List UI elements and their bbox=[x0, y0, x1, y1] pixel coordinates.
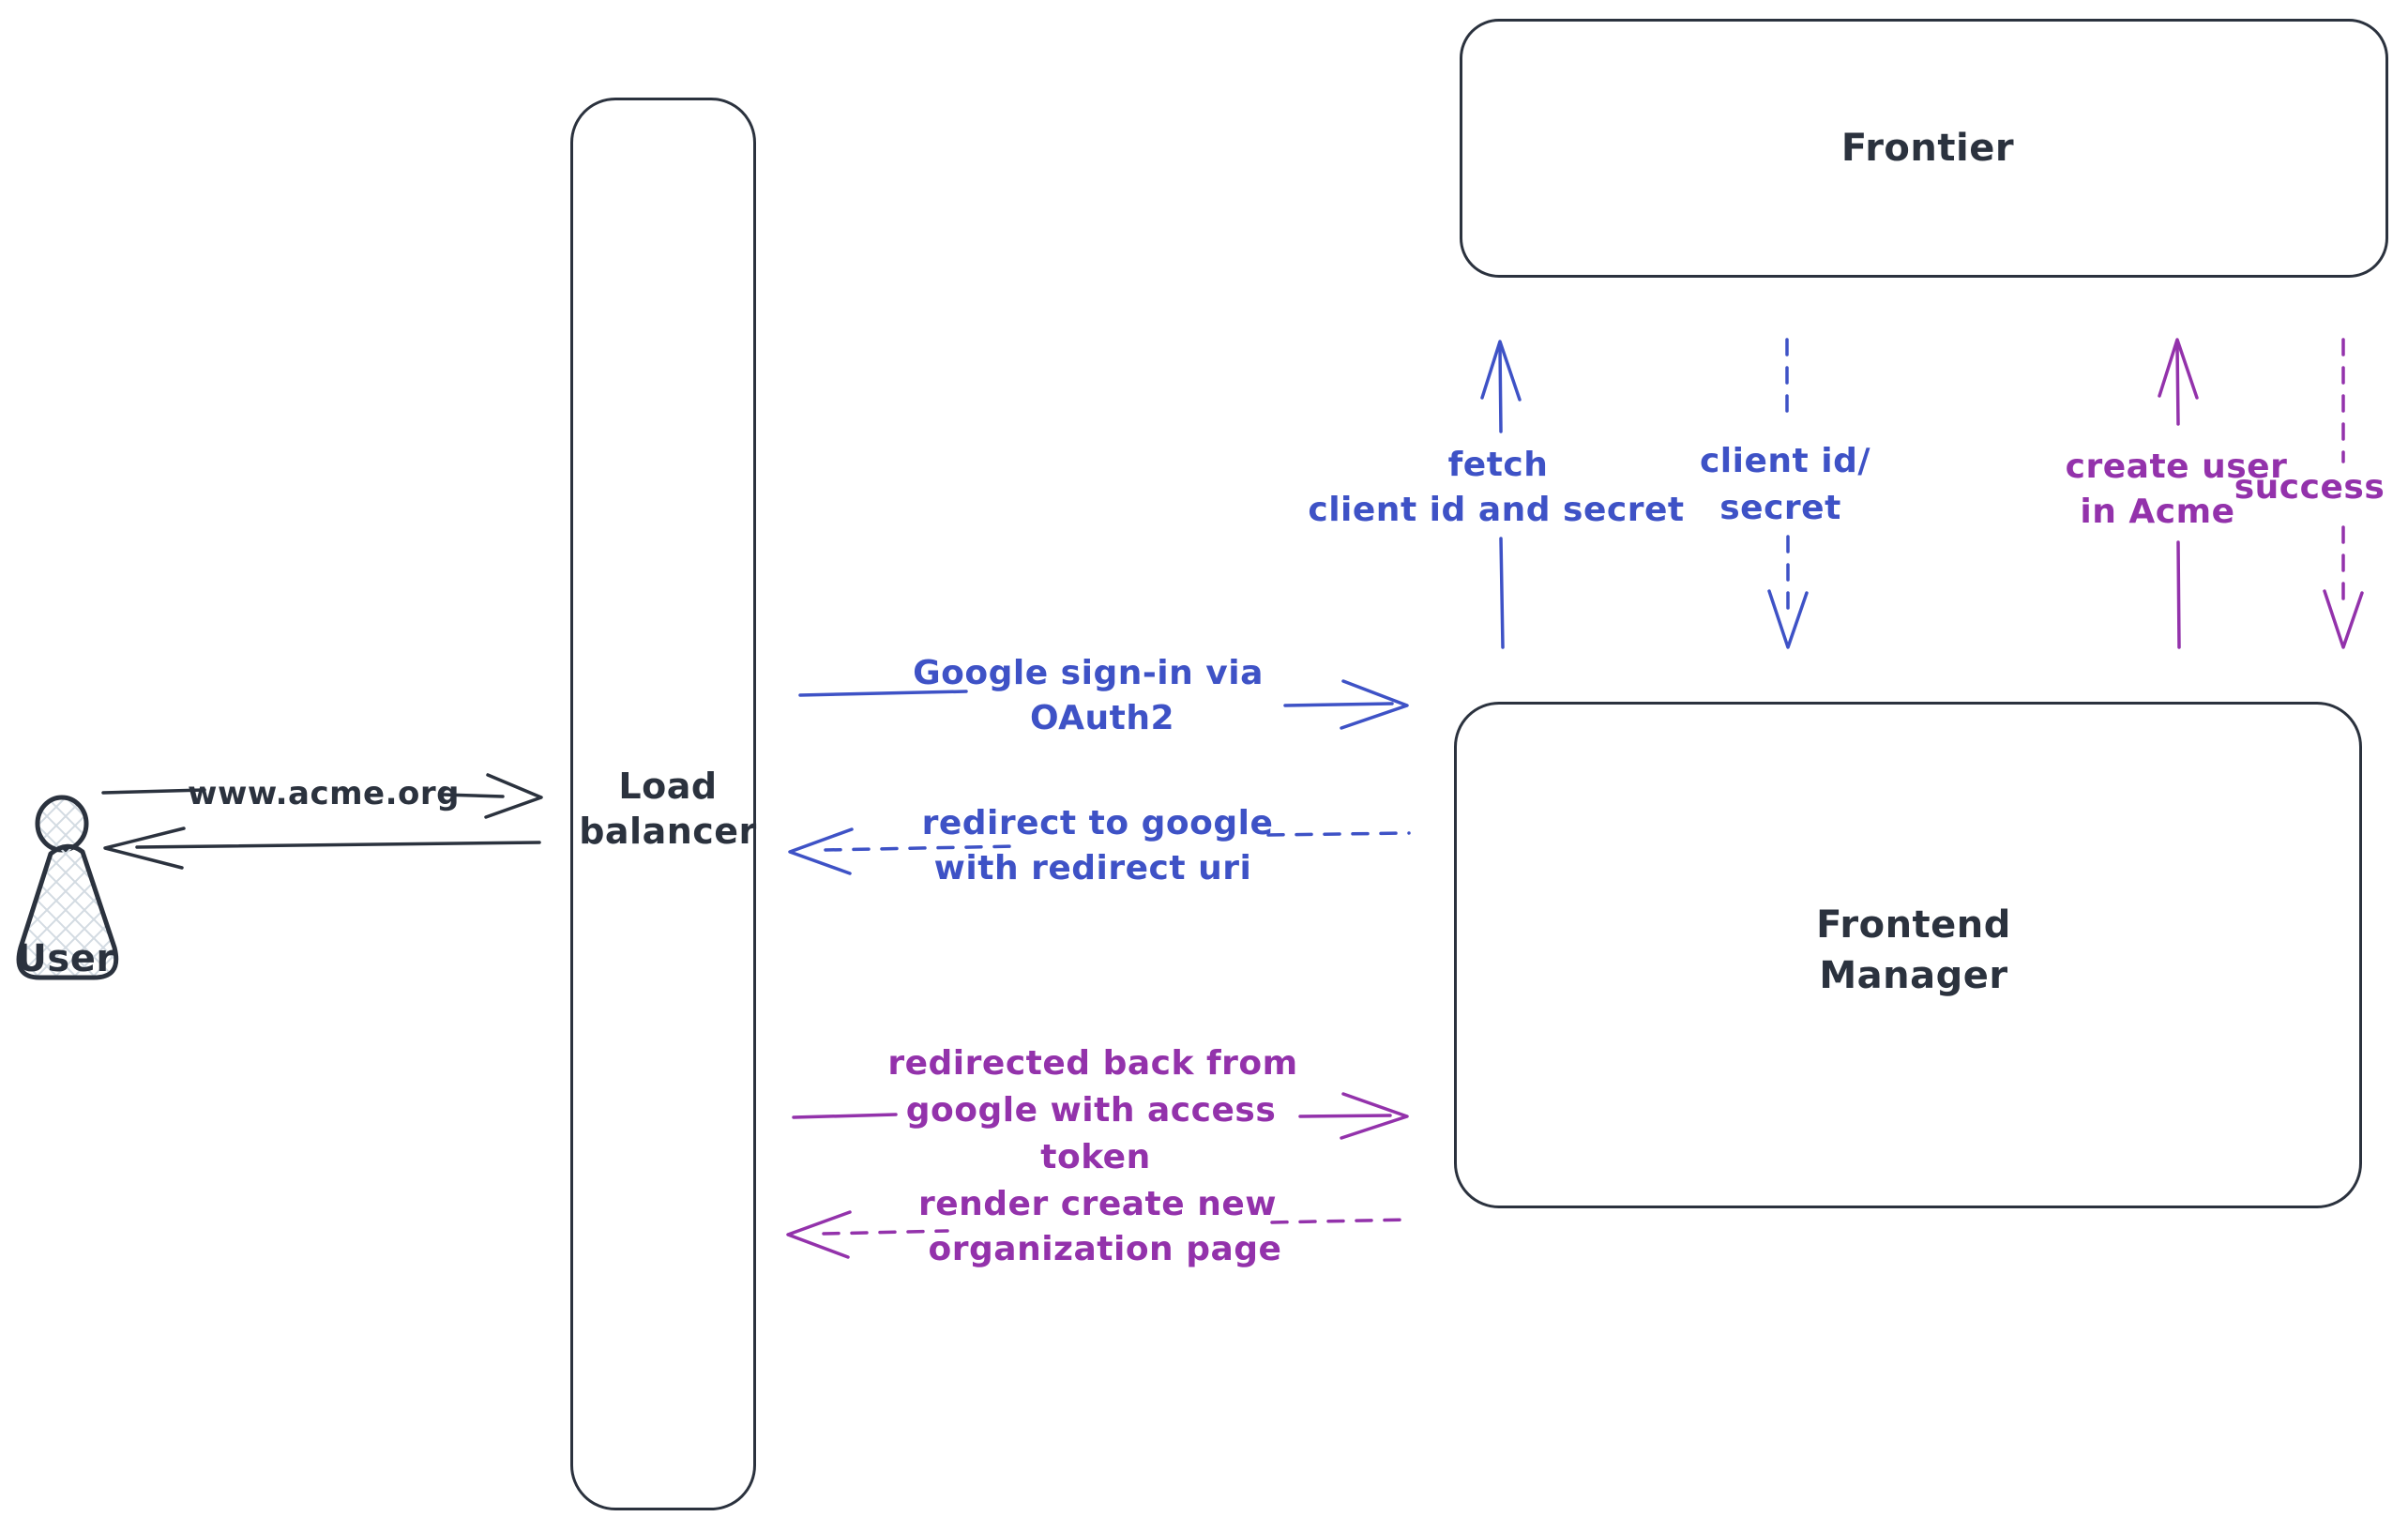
arrow-client-id-secret bbox=[1767, 338, 1809, 649]
frontend-manager-label-line1: Frontend bbox=[1816, 903, 2011, 947]
arrow-redirected-back bbox=[792, 1092, 1409, 1140]
load-balancer-label-line2: balancer bbox=[579, 811, 757, 852]
edge-label-redirected-back-line2: google with access bbox=[905, 1091, 1277, 1130]
load-balancer-label-line1: Load bbox=[618, 766, 718, 807]
edge-label-success: success bbox=[2234, 468, 2385, 507]
arrow-success bbox=[2323, 338, 2364, 649]
frontend-manager-label-line2: Manager bbox=[1819, 954, 2008, 997]
arrow-google-signin bbox=[798, 679, 1409, 730]
arrow-redirect-google bbox=[788, 827, 1411, 875]
frontier-box bbox=[1460, 19, 2388, 278]
edge-label-google-signin-line2: OAuth2 bbox=[1029, 699, 1175, 737]
user-figure-icon bbox=[16, 795, 119, 980]
edge-label-client-id-line2: secret bbox=[1719, 489, 1841, 527]
arrow-fetch-client-id bbox=[1480, 340, 1522, 649]
arrow-acme-request bbox=[101, 773, 543, 819]
edge-label-render-org-line1: render create new bbox=[917, 1185, 1278, 1223]
frontend-manager-box bbox=[1454, 702, 2362, 1208]
load-balancer-box bbox=[570, 98, 756, 1510]
user-label: User bbox=[16, 937, 115, 980]
edge-label-redirected-back-line3: token bbox=[1040, 1138, 1151, 1176]
arrow-create-user bbox=[2158, 338, 2199, 649]
edge-label-render-org-line2: organization page bbox=[928, 1230, 1282, 1268]
arrow-render-org-page bbox=[786, 1210, 1411, 1259]
edge-label-redirected-back-line1: redirected back from bbox=[887, 1044, 1298, 1083]
edge-label-client-id-line1: client id/ bbox=[1699, 442, 1871, 480]
edge-label-acme-request: www.acme.org bbox=[188, 775, 460, 812]
edge-label-create-user-line1: create user bbox=[2065, 447, 2288, 486]
arrow-acme-response bbox=[103, 827, 541, 870]
edge-label-google-signin-line1: Google sign-in via bbox=[913, 654, 1264, 692]
edge-label-create-user-line2: in Acme bbox=[2080, 493, 2235, 531]
edge-label-fetch-line2: client id and secret bbox=[1308, 491, 1685, 529]
edge-label-redirect-google-line2: with redirect uri bbox=[933, 849, 1252, 887]
frontier-label: Frontier bbox=[1840, 127, 2015, 170]
edge-label-fetch-line1: fetch bbox=[1447, 446, 1549, 484]
edge-label-redirect-google-line1: redirect to google bbox=[921, 804, 1274, 842]
